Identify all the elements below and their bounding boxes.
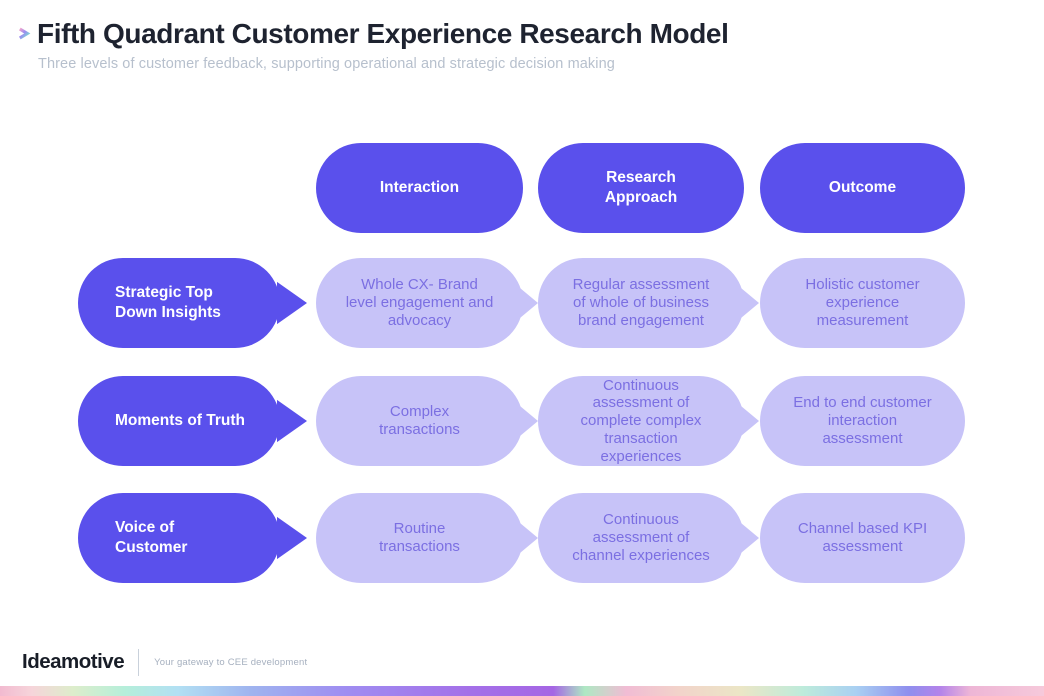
row-strategic-top-down-insights: Strategic Top Down Insights Whole CX- Br… — [78, 258, 965, 348]
column-header-outcome: Outcome — [760, 143, 965, 233]
row-label-voice-of-customer: Voice of Customer — [78, 493, 280, 583]
brand-tagline: Your gateway to CEE development — [154, 656, 308, 668]
cell-voice-interaction: Routine transactions — [316, 493, 523, 583]
cell-voice-outcome: Channel based KPI assessment — [760, 493, 965, 583]
column-header-interaction: Interaction — [316, 143, 523, 233]
title-line: Fifth Quadrant Customer Experience Resea… — [17, 18, 729, 50]
row-label-strategic-top-down-insights: Strategic Top Down Insights — [78, 258, 280, 348]
footer-divider — [138, 648, 140, 676]
slide-footer: Ideamotive Your gateway to CEE developme… — [22, 646, 307, 678]
holographic-gradient-bar — [0, 686, 1044, 696]
column-header-research-approach: Research Approach — [538, 143, 744, 233]
row-voice-of-customer: Voice of Customer Routine transactions C… — [78, 493, 965, 583]
page-subtitle: Three levels of customer feedback, suppo… — [38, 56, 615, 73]
cell-strategic-research-approach: Regular assessment of whole of business … — [538, 258, 744, 348]
cell-moments-outcome: End to end customer interaction assessme… — [760, 376, 965, 466]
column-header-row: Interaction Research Approach Outcome — [78, 143, 965, 233]
slide-header: Fifth Quadrant Customer Experience Resea… — [17, 18, 729, 73]
cell-moments-research-approach: Continuous assessment of complete comple… — [538, 376, 744, 466]
cell-voice-research-approach: Continuous assessment of channel experie… — [538, 493, 744, 583]
matrix-diagram: Interaction Research Approach Outcome St… — [78, 143, 965, 583]
page-title: Fifth Quadrant Customer Experience Resea… — [37, 18, 729, 49]
holographic-chevron-icon — [18, 27, 31, 40]
cell-strategic-interaction: Whole CX- Brand level engagement and adv… — [316, 258, 523, 348]
row-label-moments-of-truth: Moments of Truth — [78, 376, 280, 466]
row-moments-of-truth: Moments of Truth Complex transactions Co… — [78, 376, 965, 466]
cell-strategic-outcome: Holistic customer experience measurement — [760, 258, 965, 348]
cell-moments-interaction: Complex transactions — [316, 376, 523, 466]
brand-logo: Ideamotive — [22, 650, 125, 673]
header-row-spacer — [78, 143, 316, 233]
